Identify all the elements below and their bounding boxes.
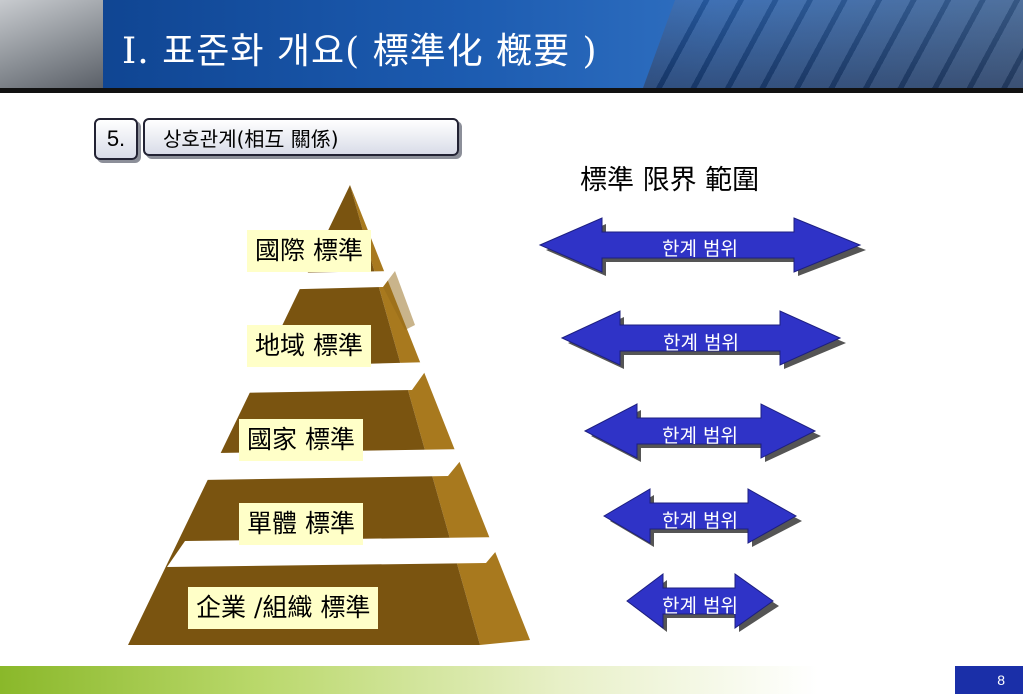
range-arrow-3 bbox=[583, 403, 821, 462]
range-arrow-2 bbox=[560, 310, 846, 369]
slide-title: Ⅰ. 표준화 개요( 標準化 槪要 ) bbox=[122, 31, 598, 72]
footer-bar bbox=[0, 666, 1023, 694]
pyramid-front-face bbox=[128, 185, 480, 645]
header-keyboard-image bbox=[643, 0, 1023, 88]
range-title: 標準 限界 範圍 bbox=[580, 165, 760, 196]
header-divider bbox=[0, 88, 1023, 93]
page-number: 8 bbox=[955, 666, 1023, 694]
arrow-label-2: 한계 범위 bbox=[663, 332, 739, 354]
range-arrow-4 bbox=[603, 488, 802, 547]
pyramid-level-enterprise: 企業 /組織 標準 bbox=[188, 587, 379, 629]
section-title-box: 상호관계(相互 關係) bbox=[143, 118, 459, 156]
arrow-label-1: 한계 범위 bbox=[662, 238, 738, 260]
arrow-label-5: 한계 범위 bbox=[662, 595, 738, 617]
header-arch-image bbox=[0, 0, 103, 88]
pyramid-side-shade bbox=[383, 271, 415, 330]
pyramid-level-single: 單體 標準 bbox=[239, 503, 363, 545]
section-number-box: 5. bbox=[94, 118, 138, 160]
pyramid-level-national: 國家 標準 bbox=[239, 419, 363, 461]
pyramid-level-international: 國際 標準 bbox=[247, 230, 371, 272]
range-arrow-1 bbox=[538, 217, 866, 276]
pyramid-band bbox=[232, 362, 432, 393]
pyramid-level-regional: 地域 標準 bbox=[247, 325, 371, 367]
arrow-label-4: 한계 범위 bbox=[662, 510, 738, 532]
range-arrow-5 bbox=[626, 573, 779, 632]
arrow-label-3: 한계 범위 bbox=[662, 425, 738, 447]
pyramid-band bbox=[265, 271, 395, 290]
slide-header: Ⅰ. 표준화 개요( 標準化 槪要 ) bbox=[0, 0, 1023, 88]
